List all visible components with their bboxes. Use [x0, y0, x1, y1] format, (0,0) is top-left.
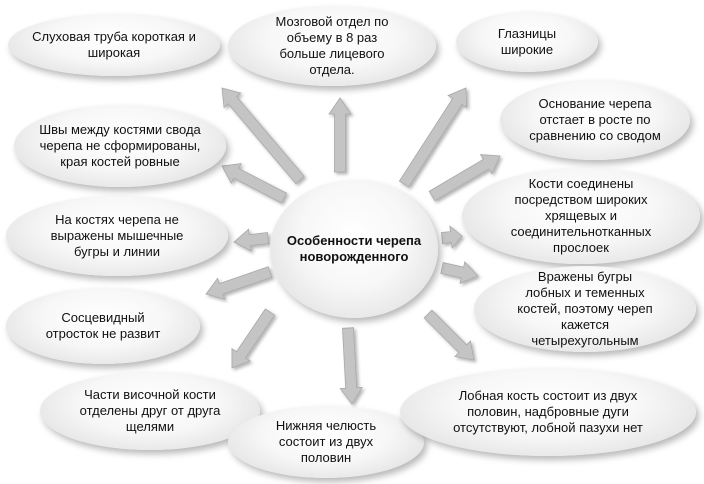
node-label: Слуховая труба короткая и широкая [32, 29, 196, 60]
arrow-to-frontal-parietal [440, 260, 479, 284]
node-cartilage: Кости соединены посредством широких хрящ… [462, 168, 700, 264]
node-frontal-parietal: Вражены бугры лобных и теменных костей, … [474, 266, 696, 352]
node-label: Кости соединены посредством широких хрящ… [510, 176, 652, 255]
node-label: Лобная кость состоит из двух половин, на… [453, 388, 643, 435]
node-temporal-bone: Части височной кости отделены друг от др… [40, 372, 260, 450]
node-label: Вражены бугры лобных и теменных костей, … [517, 269, 653, 348]
arrow-to-skull-base [428, 154, 501, 202]
center-label: Особенности черепа новорожденного [286, 233, 422, 264]
node-skull-base: Основание черепа отстает в росте по срав… [500, 80, 690, 160]
node-label: Части височной кости отделены друг от др… [79, 387, 221, 434]
node-label: Сосцевидный отросток не развит [45, 310, 161, 341]
node-label: На костях черепа не выражены мышечные бу… [50, 212, 184, 259]
arrow-to-mandible [339, 327, 363, 405]
node-label: Нижняя челюсть состоит из двух половин [275, 418, 377, 465]
node-muscle-tubercles: На костях черепа не выражены мышечные бу… [6, 196, 228, 276]
arrow-to-auditory-tube [221, 87, 305, 185]
node-label: Основание черепа отстает в росте по срав… [529, 96, 661, 143]
arrow-to-mastoid [205, 266, 273, 300]
center-node: Особенности черепа новорожденного [270, 180, 438, 318]
arrow-to-cerebral-section [328, 97, 352, 173]
arrow-to-muscle-tubercles [233, 228, 270, 252]
arrow-to-temporal-bone [231, 308, 276, 369]
node-sutures: Швы между костями свода черепа не сформи… [14, 105, 226, 187]
arrow-to-orbits [398, 87, 468, 188]
arrow-to-frontal-bone [423, 309, 475, 361]
node-label: Мозговой отдел по объему в 8 раз больше … [275, 14, 389, 77]
arrow-to-sutures [221, 163, 288, 204]
node-mastoid: Сосцевидный отросток не развит [6, 288, 200, 364]
node-frontal-bone: Лобная кость состоит из двух половин, на… [400, 368, 696, 456]
arrow-to-cartilage [441, 225, 463, 249]
node-label: Глазницы широкие [497, 26, 557, 57]
node-orbits: Глазницы широкие [456, 12, 598, 72]
node-mandible: Нижняя челюсть состоит из двух половин [228, 406, 424, 478]
node-cerebral-section: Мозговой отдел по объему в 8 раз больше … [228, 6, 436, 86]
node-auditory-tube: Слуховая труба короткая и широкая [8, 14, 220, 76]
node-label: Швы между костями свода черепа не сформи… [39, 122, 201, 169]
